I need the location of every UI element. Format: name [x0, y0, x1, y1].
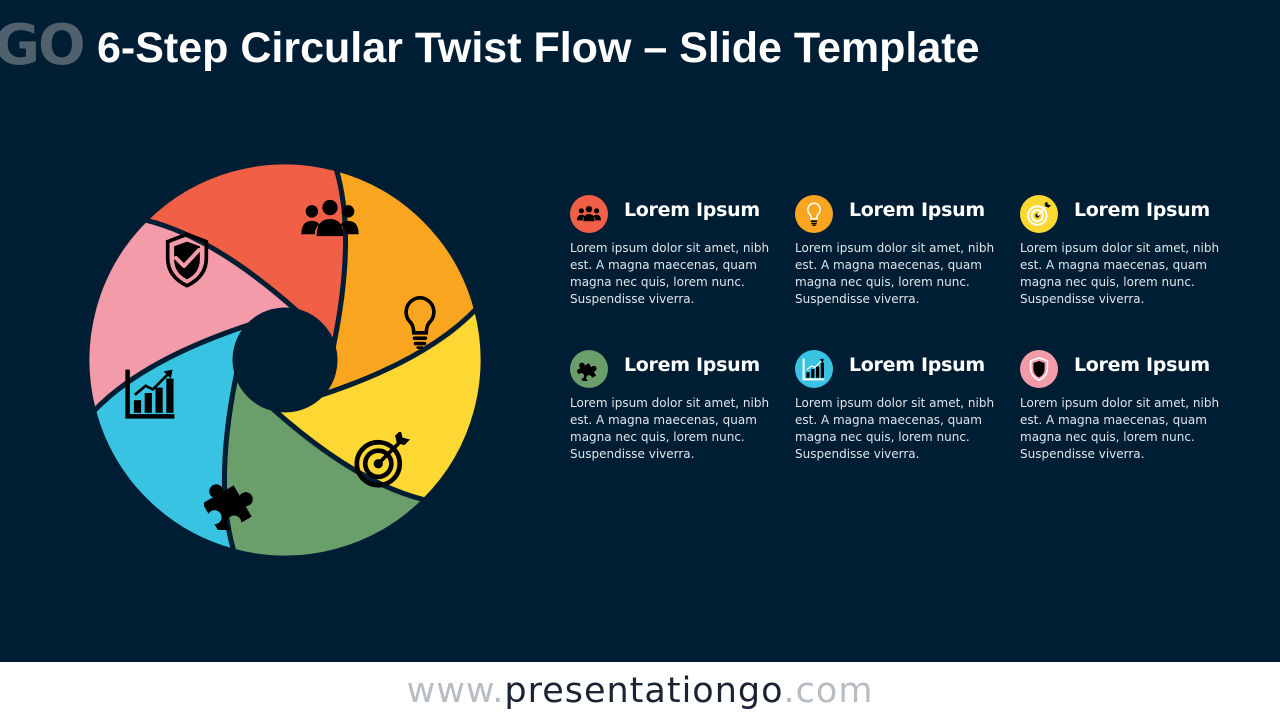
step-5-text: Lorem ipsum dolor sit amet, nibh est. A …: [795, 396, 995, 461]
footer-suffix: .com: [783, 671, 874, 711]
slide: GO 6-Step Circular Twist Flow – Slide Te…: [0, 13, 1250, 561]
slide-title: 6-Step Circular Twist Flow – Slide Templ…: [97, 24, 980, 72]
step-3-text: Lorem ipsum dolor sit amet, nibh est. A …: [1020, 241, 1220, 306]
puzzle-icon: [577, 357, 601, 381]
step-1-title: Lorem Ipsum: [624, 199, 760, 221]
step-2-text: Lorem ipsum dolor sit amet, nibh est. A …: [795, 241, 995, 306]
people-icon: [577, 202, 601, 226]
step-4-badge: [570, 350, 608, 388]
steps-grid: Lorem Ipsum Lorem ipsum dolor sit amet, …: [570, 192, 1250, 492]
step-5-badge: [795, 350, 833, 388]
step-3-badge: [1020, 195, 1058, 233]
lightbulb-icon: [802, 202, 826, 226]
diagram-segment-6: [84, 217, 301, 414]
circular-twist-diagram: [84, 159, 486, 561]
logo-fragment: GO: [0, 13, 86, 78]
step-item-3: Lorem Ipsum Lorem ipsum dolor sit amet, …: [1020, 192, 1220, 308]
step-6-title: Lorem Ipsum: [1074, 354, 1210, 376]
step-5-title: Lorem Ipsum: [849, 354, 985, 376]
step-1-text: Lorem ipsum dolor sit amet, nibh est. A …: [570, 241, 770, 306]
step-item-1: Lorem Ipsum Lorem ipsum dolor sit amet, …: [570, 192, 770, 308]
step-1-badge: [570, 195, 608, 233]
step-2-badge: [795, 195, 833, 233]
step-item-5: Lorem Ipsum Lorem ipsum dolor sit amet, …: [795, 347, 995, 463]
footer-prefix: www.: [406, 671, 505, 711]
bar-chart-icon: [802, 357, 826, 381]
diagram-icons: [128, 199, 436, 530]
step-item-6: Lorem Ipsum Lorem ipsum dolor sit amet, …: [1020, 347, 1220, 463]
footer-brand: presentationgo: [504, 671, 784, 711]
step-3-title: Lorem Ipsum: [1074, 199, 1210, 221]
target-icon: [1027, 202, 1051, 226]
shield-check-icon: [165, 232, 209, 288]
step-6-badge: [1020, 350, 1058, 388]
shield-x-icon: [1027, 357, 1051, 381]
step-6-text: Lorem ipsum dolor sit amet, nibh est. A …: [1020, 396, 1220, 461]
footer-url[interactable]: www.presentationgo.com: [0, 662, 1280, 720]
diagram-segments: [84, 159, 486, 561]
step-4-text: Lorem ipsum dolor sit amet, nibh est. A …: [570, 396, 770, 461]
step-4-title: Lorem Ipsum: [624, 354, 760, 376]
step-item-2: Lorem Ipsum Lorem ipsum dolor sit amet, …: [795, 192, 995, 308]
step-2-title: Lorem Ipsum: [849, 199, 985, 221]
step-item-4: Lorem Ipsum Lorem ipsum dolor sit amet, …: [570, 347, 770, 463]
